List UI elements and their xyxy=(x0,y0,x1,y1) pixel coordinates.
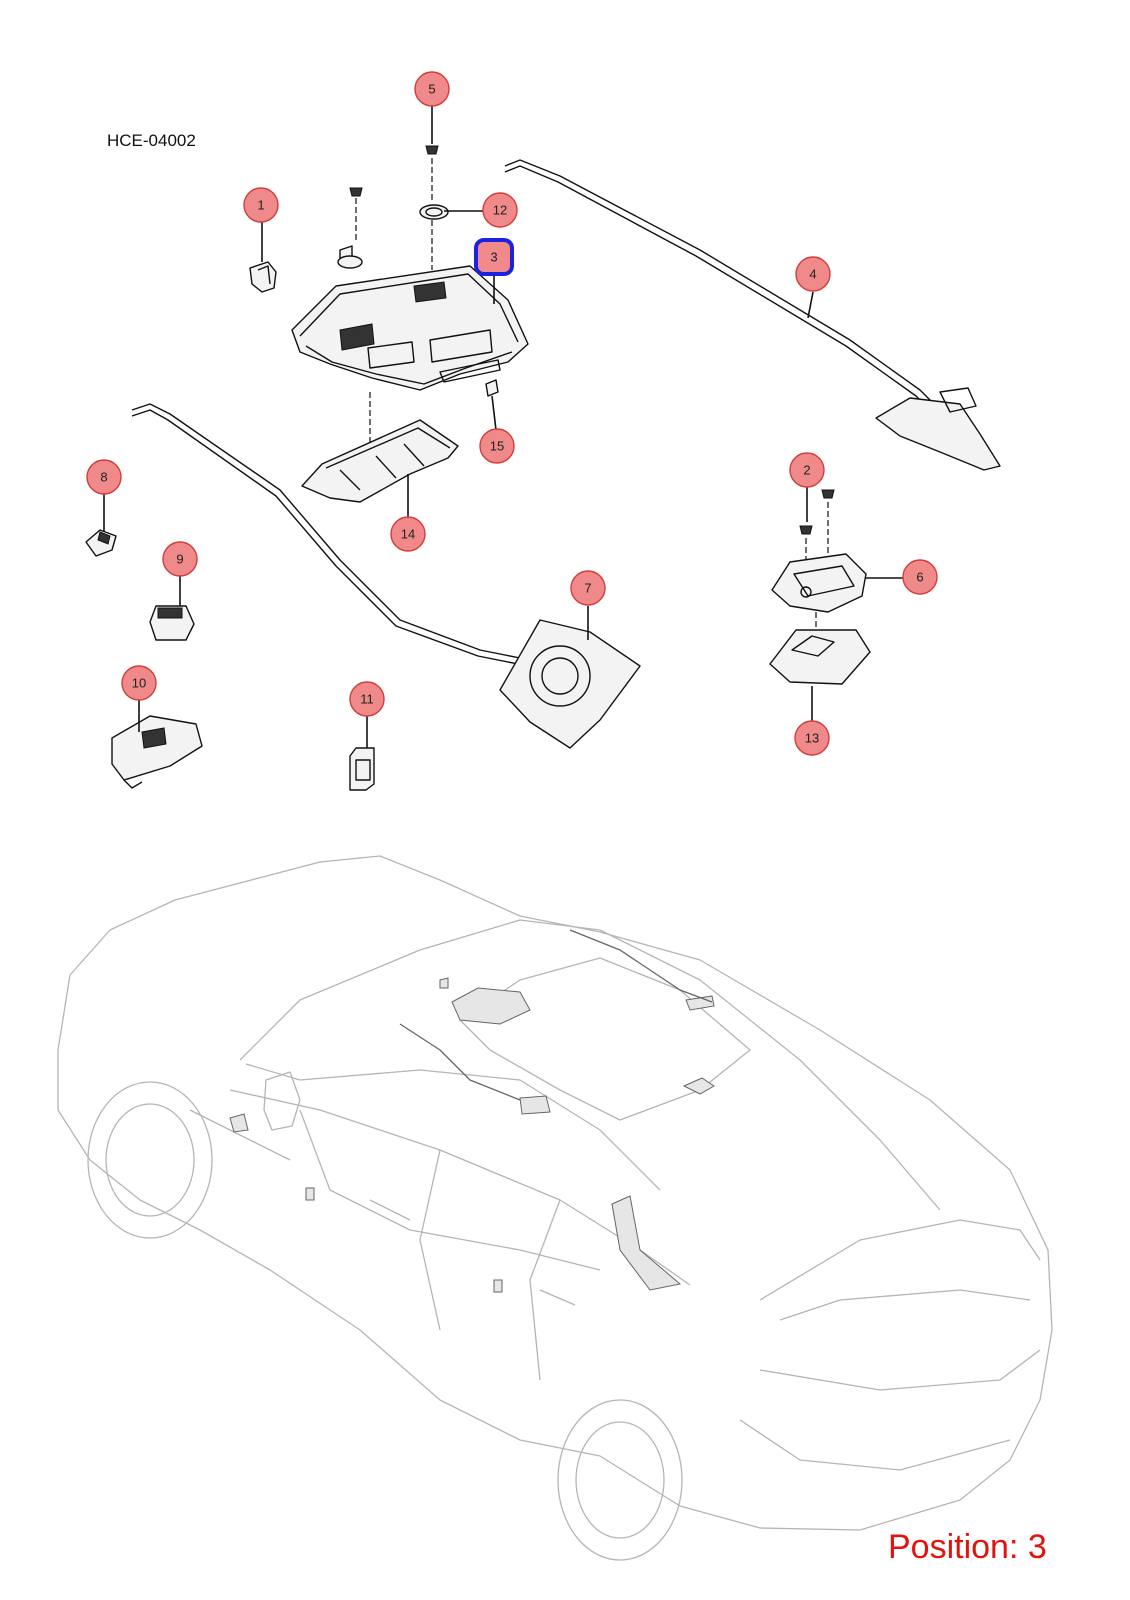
part-15-bolt xyxy=(485,379,499,431)
callout-8[interactable]: 8 xyxy=(86,459,122,532)
svg-text:3: 3 xyxy=(490,250,497,265)
svg-text:10: 10 xyxy=(132,676,146,691)
callout-1[interactable]: 1 xyxy=(243,187,279,262)
callout-4[interactable]: 4 xyxy=(795,256,831,319)
svg-text:5: 5 xyxy=(428,82,435,97)
svg-text:2: 2 xyxy=(803,463,810,478)
svg-text:14: 14 xyxy=(401,527,415,542)
vehicle-outline xyxy=(57,855,1053,1561)
callout-3[interactable]: 3 xyxy=(474,238,514,304)
part-13-lens xyxy=(769,629,871,685)
svg-text:9: 9 xyxy=(176,552,183,567)
svg-text:7: 7 xyxy=(584,581,591,596)
svg-text:8: 8 xyxy=(100,470,107,485)
callout-14[interactable]: 14 xyxy=(390,474,426,552)
callout-11[interactable]: 11 xyxy=(349,681,385,748)
part-4-cable xyxy=(504,159,1001,471)
part-8-clip xyxy=(85,529,117,557)
part-14-lamp-lens xyxy=(301,419,459,503)
part-1-clip xyxy=(249,261,277,293)
callout-7[interactable]: 7 xyxy=(570,570,606,640)
part-2-screw xyxy=(799,489,835,590)
screw-upper-left xyxy=(337,187,363,269)
part-7-cable xyxy=(131,403,641,749)
svg-text:1: 1 xyxy=(257,198,264,213)
part-3-overhead-console xyxy=(291,265,529,456)
svg-text:15: 15 xyxy=(490,439,504,454)
position-readout: Position: 3 xyxy=(888,1528,1047,1566)
callout-10[interactable]: 10 xyxy=(121,665,157,732)
callout-9[interactable]: 9 xyxy=(162,541,198,606)
svg-text:13: 13 xyxy=(805,731,819,746)
svg-text:12: 12 xyxy=(493,203,507,218)
callout-15[interactable]: 15 xyxy=(479,428,515,464)
callout-6[interactable]: 6 xyxy=(866,559,938,595)
callout-2[interactable]: 2 xyxy=(789,452,825,522)
callout-12[interactable]: 12 xyxy=(444,192,518,228)
callout-13[interactable]: 13 xyxy=(794,686,830,756)
svg-text:6: 6 xyxy=(916,570,923,585)
diagram-code: HCE-04002 xyxy=(107,131,196,150)
callout-5[interactable]: 5 xyxy=(414,71,450,144)
part-10-module xyxy=(111,715,203,789)
svg-text:11: 11 xyxy=(360,692,374,707)
part-12-clip xyxy=(419,204,449,270)
part-11-switch xyxy=(349,747,375,791)
part-5-screw xyxy=(425,145,439,200)
part-9-switch xyxy=(149,605,195,641)
part-6-map-lamp xyxy=(771,553,867,630)
svg-text:4: 4 xyxy=(809,267,816,282)
